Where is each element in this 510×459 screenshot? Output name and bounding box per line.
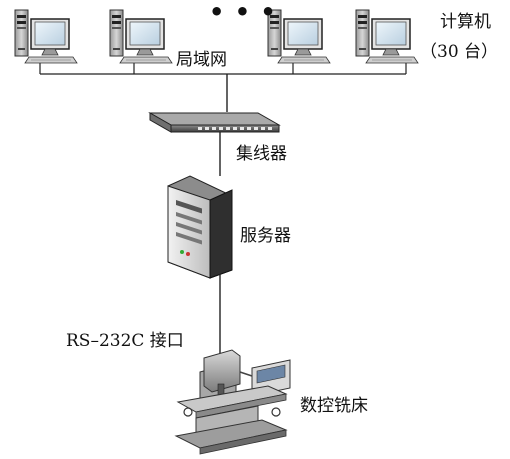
lan-label: 局域网: [176, 50, 227, 70]
hub-device: [148, 112, 281, 133]
computers-count-label: （30 台）: [420, 42, 499, 62]
computer-1: [14, 9, 78, 64]
computer-4: [355, 9, 419, 64]
server-label: 服务器: [240, 226, 291, 246]
computer-2: [109, 9, 173, 64]
cnc-machine-label: 数控铣床: [300, 396, 368, 416]
cnc-milling-machine-device: [174, 349, 291, 455]
computer-3: [267, 9, 331, 64]
hub-label: 集线器: [236, 144, 287, 164]
more-computers-ellipsis: • • •: [209, 0, 277, 26]
computers-title-label: 计算机: [440, 12, 491, 32]
server-device: [167, 175, 233, 279]
interface-label: RS–232C 接口: [66, 331, 184, 351]
